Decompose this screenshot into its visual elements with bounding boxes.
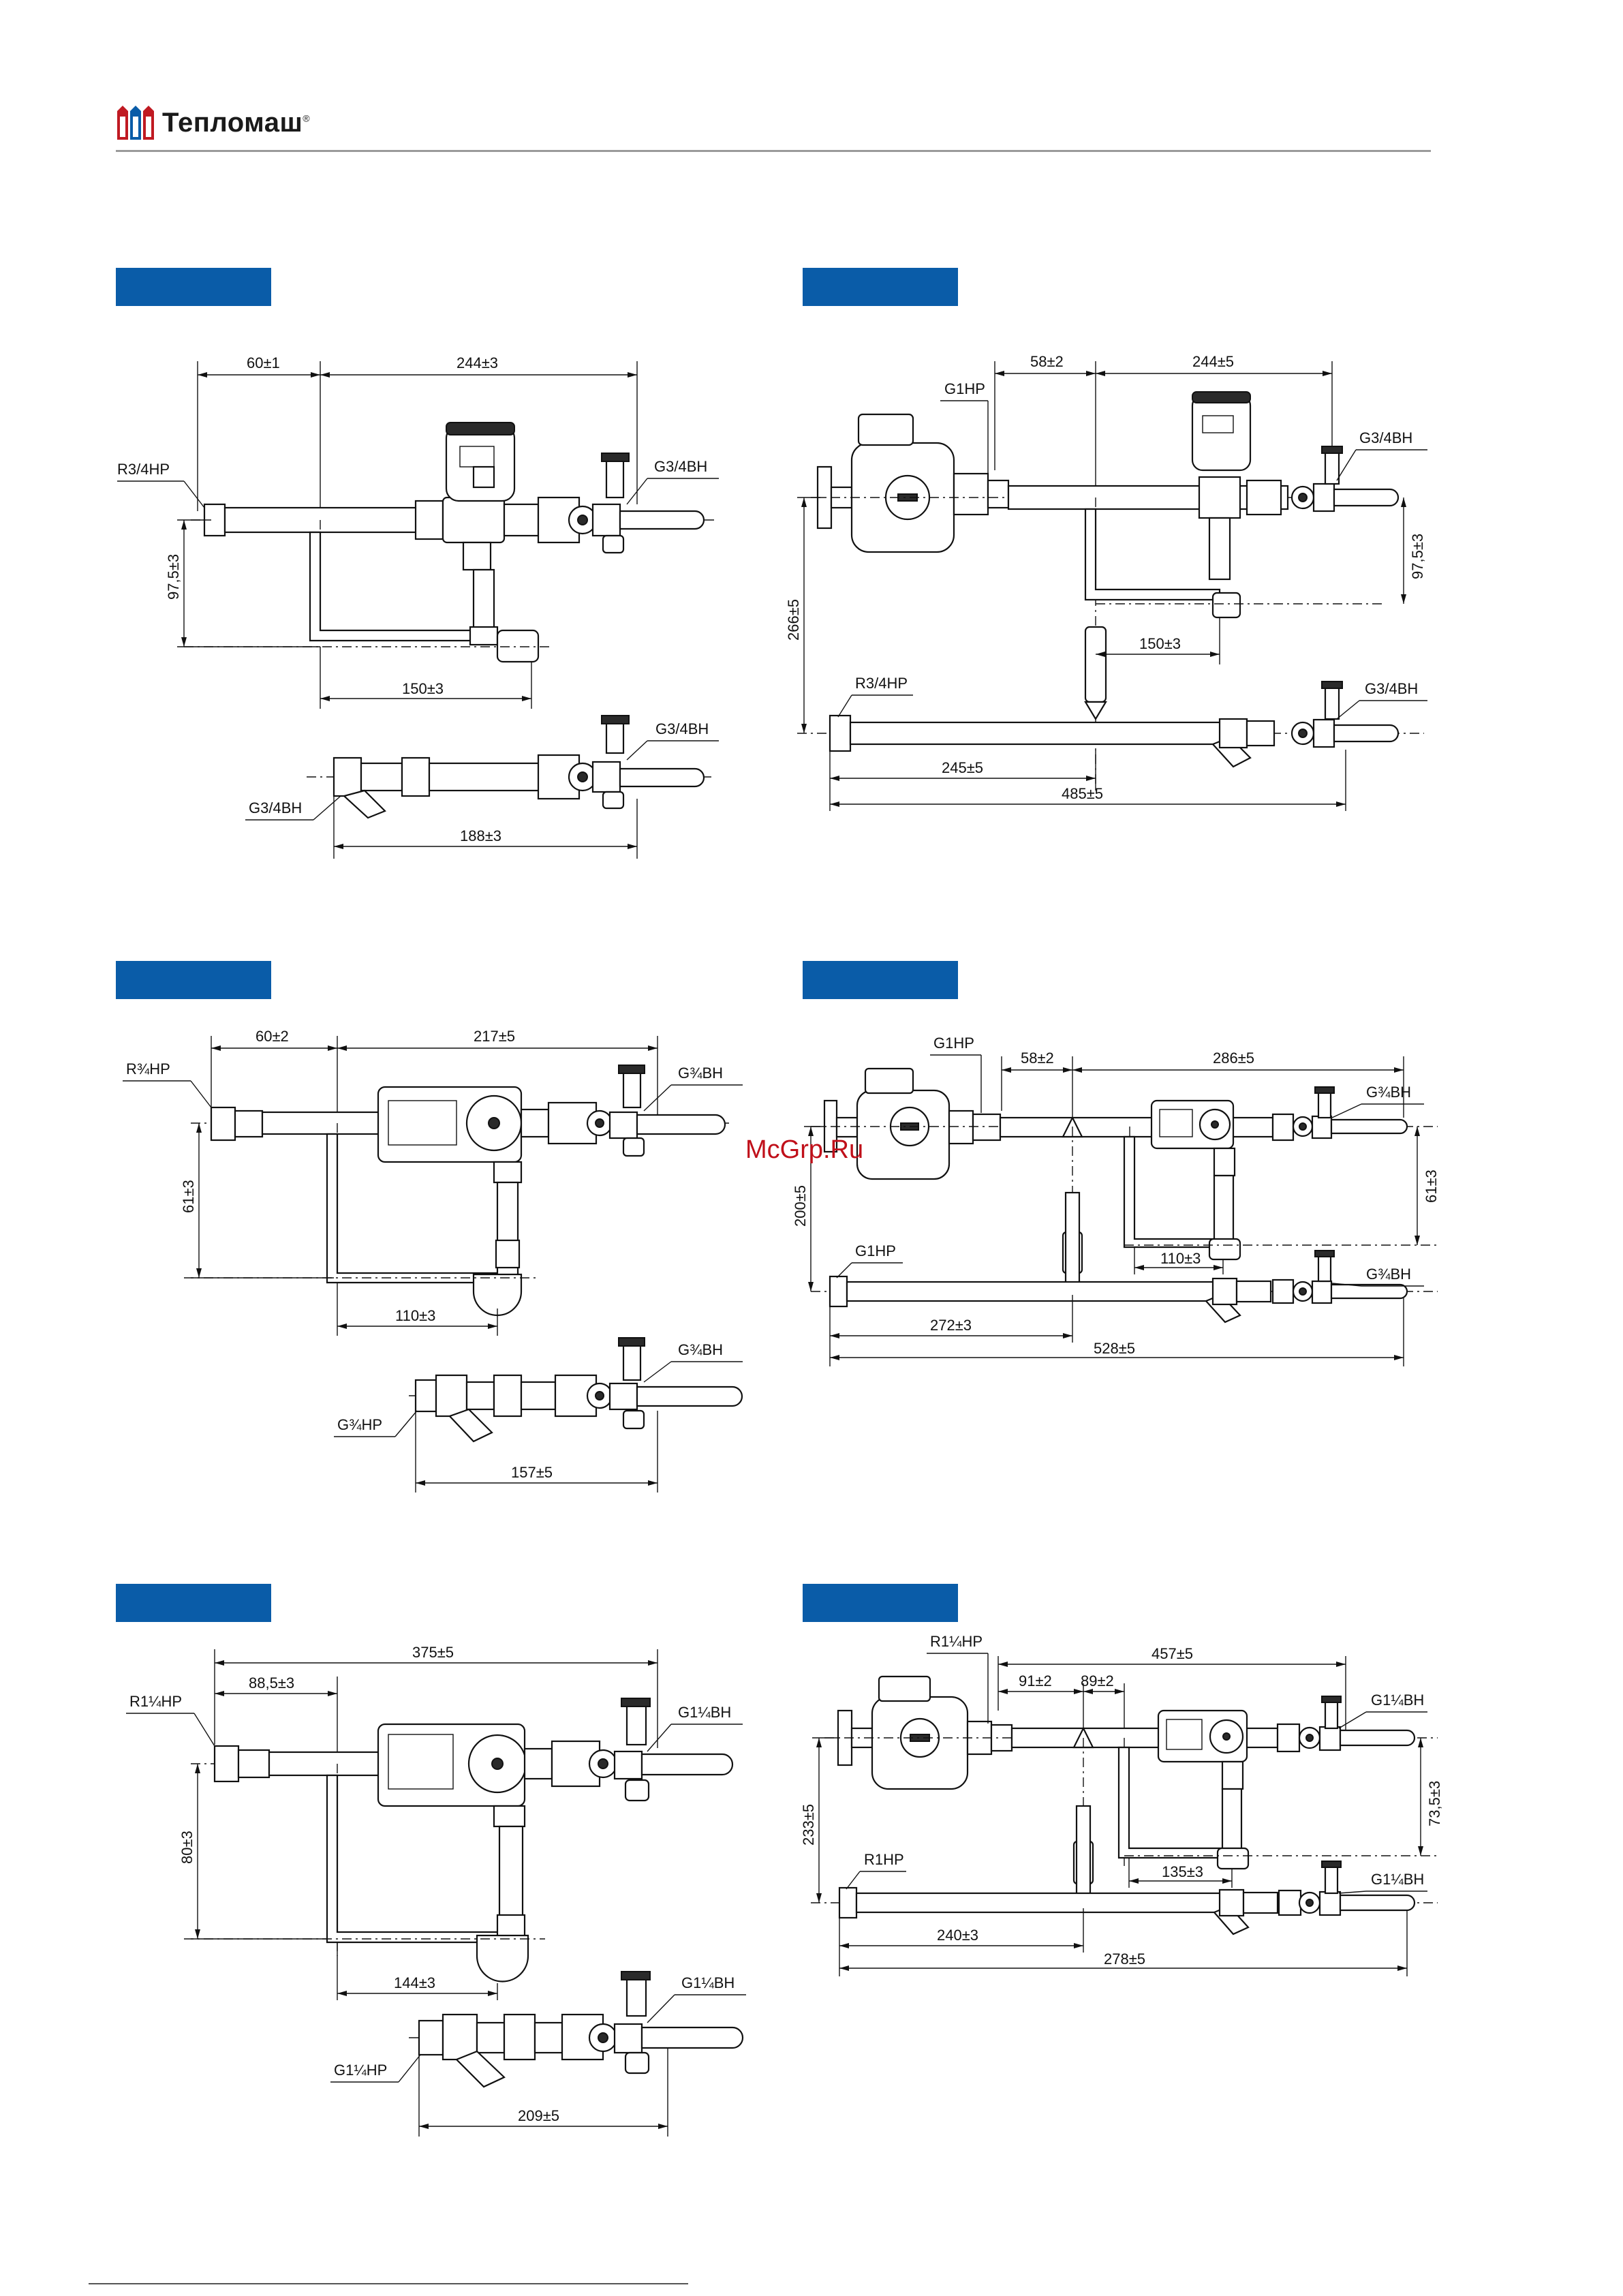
dim-vertical: 61±3 [180, 1180, 197, 1213]
section-tag-3 [116, 961, 271, 999]
label-pump-port: R1¼НР [930, 1633, 983, 1650]
dim-top-left: 60±1 [247, 354, 280, 371]
section-tag-2 [803, 268, 958, 306]
dim-lower-assembly: 209±5 [518, 2107, 559, 2124]
diagram-mixing-unit-5: 375±5 88,5±3 80±3 144±3 R1¼НР G1¼ВН [102, 1629, 749, 2160]
dim-top-right: 244±5 [1192, 353, 1234, 370]
diagram-mixing-unit-2: 58±2 244±5 266±5 97,5±3 150±3 [784, 341, 1465, 831]
dim-total: 485±5 [1062, 785, 1103, 802]
label-inlet: G1НР [855, 1242, 896, 1259]
diagram-mixing-unit-4: 58±2 286±5 200±5 61±3 110±3 [784, 1022, 1465, 1404]
dim-top-mid: 89±2 [1081, 1672, 1114, 1689]
dim-vertical: 80±3 [179, 1831, 196, 1864]
brand-name: Тепломаш® [162, 107, 311, 138]
label-inlet: R3/4НР [117, 461, 170, 478]
footer-divider [89, 2283, 688, 2284]
section-tag-1 [116, 268, 271, 306]
label-outlet-lower: G¾ВН [678, 1341, 723, 1358]
label-outlet-lower: G1¼ВН [1371, 1871, 1424, 1888]
dim-total-top: 457±5 [1151, 1645, 1193, 1662]
dim-top-left: 58±2 [1030, 353, 1064, 370]
watermark-text: McGrp.Ru [745, 1135, 864, 1164]
label-outlet-upper: G1¼ВН [1371, 1692, 1424, 1709]
label-lower-inlet: G¾НР [337, 1416, 382, 1433]
dim-top-left: 58±2 [1021, 1050, 1054, 1067]
dim-branch: 110±3 [1160, 1250, 1201, 1267]
dim-total: 278±5 [1104, 1950, 1145, 1968]
section-tag-6 [803, 1584, 958, 1622]
dim-top-right: 244±3 [457, 354, 498, 371]
dim-bottom-branch: 150±3 [402, 680, 444, 697]
section-tag-5 [116, 1584, 271, 1622]
dim-top-right: 217±5 [474, 1028, 515, 1045]
label-lower-inlet: G1¼НР [334, 2062, 387, 2079]
label-outlet-lower: G¾ВН [1366, 1266, 1411, 1283]
label-outlet-lower: G3/4ВН [1365, 680, 1418, 697]
dim-branch: 135±3 [1162, 1863, 1203, 1880]
dim-lower-assembly: 188±3 [460, 827, 501, 844]
label-lower-inlet: G3/4ВН [249, 799, 302, 816]
label-outlet-upper: G3/4ВН [654, 458, 707, 475]
dim-top-left: 60±2 [256, 1028, 289, 1045]
label-inlet: R1¼НР [129, 1693, 182, 1710]
label-outlet-upper: G3/4ВН [1359, 429, 1412, 446]
dim-vertical-right: 61±3 [1423, 1169, 1440, 1203]
dim-bottom-branch: 144±3 [394, 1974, 435, 1991]
dim-vertical-right: 73,5±3 [1426, 1781, 1443, 1826]
dim-vertical: 97,5±3 [165, 554, 182, 600]
diagram-mixing-unit-6: 457±5 91±2 89±2 233±5 73,5±3 [784, 1629, 1465, 2010]
label-outlet-lower: G3/4ВН [655, 720, 709, 737]
label-pump-port: G1НР [944, 380, 985, 397]
dim-top-left: 88,5±3 [249, 1674, 294, 1692]
dim-total: 528±5 [1094, 1340, 1135, 1357]
dim-vertical-left: 233±5 [800, 1804, 817, 1846]
dim-branch: 150±3 [1139, 635, 1181, 652]
dim-bottom-left: 240±3 [937, 1927, 978, 1944]
section-tag-4 [803, 961, 958, 999]
label-outlet-upper: G¾ВН [678, 1065, 723, 1082]
diagram-mixing-unit-1: 60±1 244±3 97,5±3 150±3 R3/4НР G3/4ВН [102, 341, 749, 886]
page-header: Тепломаш® [116, 102, 1431, 157]
dim-bottom-branch: 110±3 [395, 1307, 435, 1324]
dim-top-left: 91±2 [1019, 1672, 1052, 1689]
label-outlet-upper: G¾ВН [1366, 1084, 1411, 1101]
brand-logo: Тепломаш® [116, 102, 310, 143]
dim-bottom-left: 245±5 [942, 759, 983, 776]
diagram-mixing-unit-3: 60±2 217±5 61±3 110±3 R¾НР G¾ВН G [102, 1022, 749, 1513]
dim-lower-assembly: 157±5 [511, 1464, 553, 1481]
label-pump-port: G1НР [933, 1035, 974, 1052]
brand-logo-icon [117, 106, 154, 140]
dim-vertical-right: 97,5±3 [1409, 534, 1426, 579]
label-inlet: R¾НР [126, 1060, 170, 1077]
label-inlet: R1НР [864, 1851, 904, 1868]
dim-bottom-left: 272±3 [930, 1317, 972, 1334]
header-divider [116, 150, 1431, 152]
dim-top-right: 286±5 [1213, 1050, 1254, 1067]
label-inlet: R3/4НР [855, 675, 908, 692]
label-outlet-lower: G1¼ВН [681, 1974, 735, 1991]
dim-vertical-left: 200±5 [792, 1185, 809, 1227]
dim-total-top: 375±5 [412, 1644, 454, 1661]
label-outlet-upper: G1¼ВН [678, 1704, 731, 1721]
dim-vertical-left: 266±5 [785, 599, 802, 641]
